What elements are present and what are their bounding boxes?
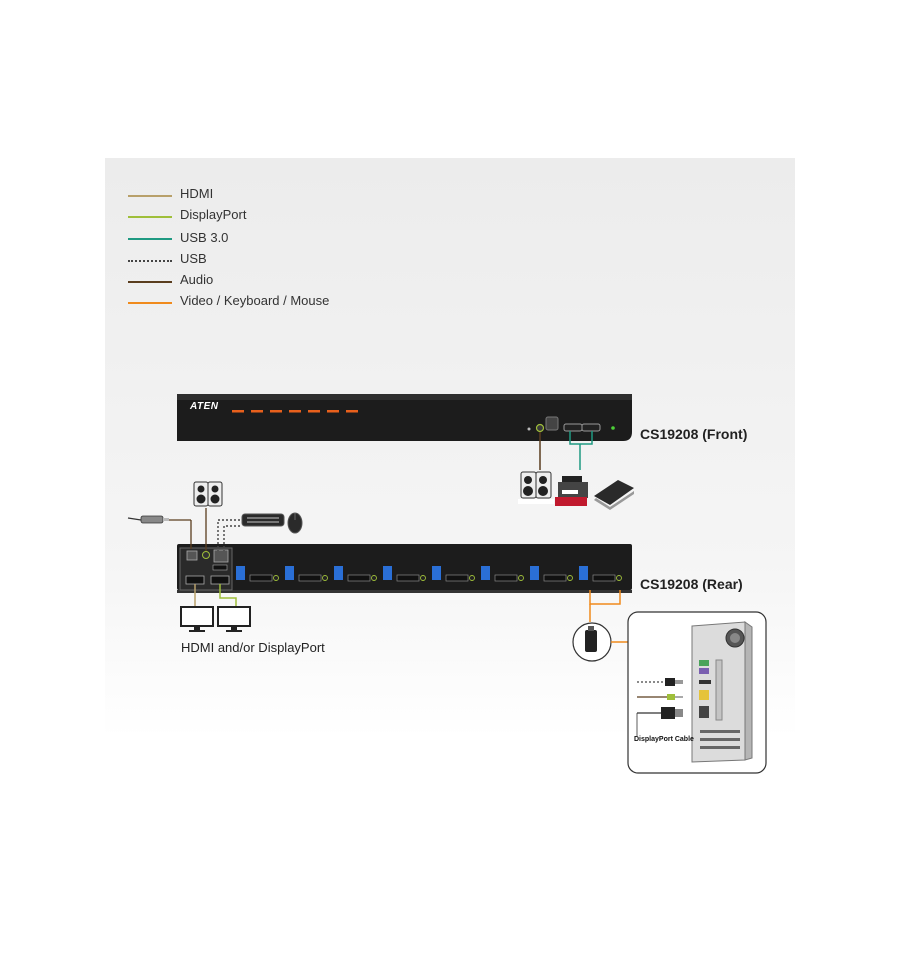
legend-line-usb3 bbox=[128, 238, 172, 240]
legend-label: USB 3.0 bbox=[180, 230, 229, 245]
legend-label: Video / Keyboard / Mouse bbox=[180, 293, 330, 308]
monitor-icon bbox=[180, 606, 214, 632]
legend-line-usb bbox=[128, 260, 172, 262]
monitor-icon bbox=[217, 606, 251, 632]
legend-line-displayport bbox=[128, 216, 172, 218]
front-unit-label: CS19208 (Front) bbox=[640, 426, 748, 442]
usb-port-icon bbox=[581, 423, 601, 432]
audio-jack-icon bbox=[535, 423, 545, 433]
computer-callout bbox=[627, 611, 767, 774]
port-led-row bbox=[232, 410, 358, 413]
rear-unit-label: CS19208 (Rear) bbox=[640, 576, 743, 592]
scanner-icon bbox=[594, 480, 634, 510]
legend-label: HDMI bbox=[180, 186, 214, 201]
usb-port-icon bbox=[545, 416, 559, 431]
speakers-icon bbox=[518, 471, 554, 504]
printer-icon bbox=[555, 476, 588, 506]
mouse-icon bbox=[287, 512, 303, 534]
kvm-cable-icon bbox=[572, 622, 612, 662]
brand-logo: ATEN bbox=[190, 401, 219, 412]
legend-label: Audio bbox=[180, 272, 214, 287]
keyboard-icon bbox=[241, 513, 285, 527]
legend-line-audio bbox=[128, 281, 172, 283]
usb-port-icon bbox=[563, 423, 583, 432]
cable-caption: DisplayPort Cable bbox=[634, 736, 694, 743]
legend-label: DisplayPort bbox=[180, 207, 247, 222]
front-unit bbox=[177, 394, 632, 441]
legend-line-hdmi bbox=[128, 195, 172, 197]
monitors-caption: HDMI and/or DisplayPort bbox=[181, 640, 325, 655]
rear-computer-ports bbox=[236, 566, 622, 582]
legend-line-video-kb-mouse bbox=[128, 302, 172, 304]
rear-unit bbox=[177, 544, 632, 593]
microphone-icon bbox=[127, 515, 169, 524]
rear-speakers-icon bbox=[193, 481, 223, 507]
legend-label: USB bbox=[180, 251, 207, 266]
